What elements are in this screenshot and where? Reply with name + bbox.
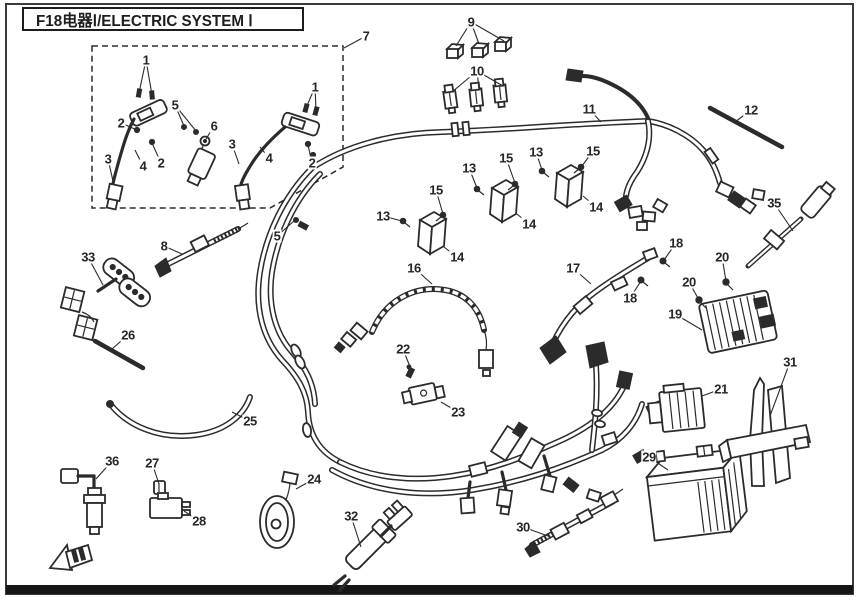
handlebar-switch-drawing [59, 257, 151, 342]
regulator-drawing [695, 278, 778, 354]
sub-harness-16-drawing [333, 286, 494, 377]
main-harness-drawing [255, 68, 766, 516]
speed-sensor-drawing [60, 468, 106, 535]
cdi-unit-drawing [647, 382, 706, 433]
cable-17-drawing [539, 247, 671, 365]
rod-26-drawing [92, 338, 146, 371]
mini-relays-drawing [445, 35, 513, 60]
clamp-23-drawing [400, 364, 446, 406]
page-title: F18电器Ⅰ/ELECTRIC SYSTEM Ⅰ [36, 13, 253, 30]
switch-32-drawing [332, 499, 413, 592]
flasher-27-28-drawing [149, 480, 191, 519]
brake-switch-left-drawing [105, 88, 168, 211]
brake-switch-right-drawing [233, 103, 321, 211]
sensor-30-drawing [524, 488, 624, 558]
page-border [5, 3, 854, 595]
rod-12-drawing [707, 105, 785, 150]
fuses-drawing [442, 77, 509, 115]
sensor-8-drawing [154, 222, 249, 278]
small-bracket-drawing [48, 542, 94, 572]
ignition-switch-drawing [181, 124, 216, 187]
relay-14-group-drawing [399, 163, 585, 256]
horn-drawing [259, 470, 299, 549]
title-box: F18电器Ⅰ/ELECTRIC SYSTEM Ⅰ [22, 7, 304, 31]
cable-25-drawing [106, 394, 253, 439]
